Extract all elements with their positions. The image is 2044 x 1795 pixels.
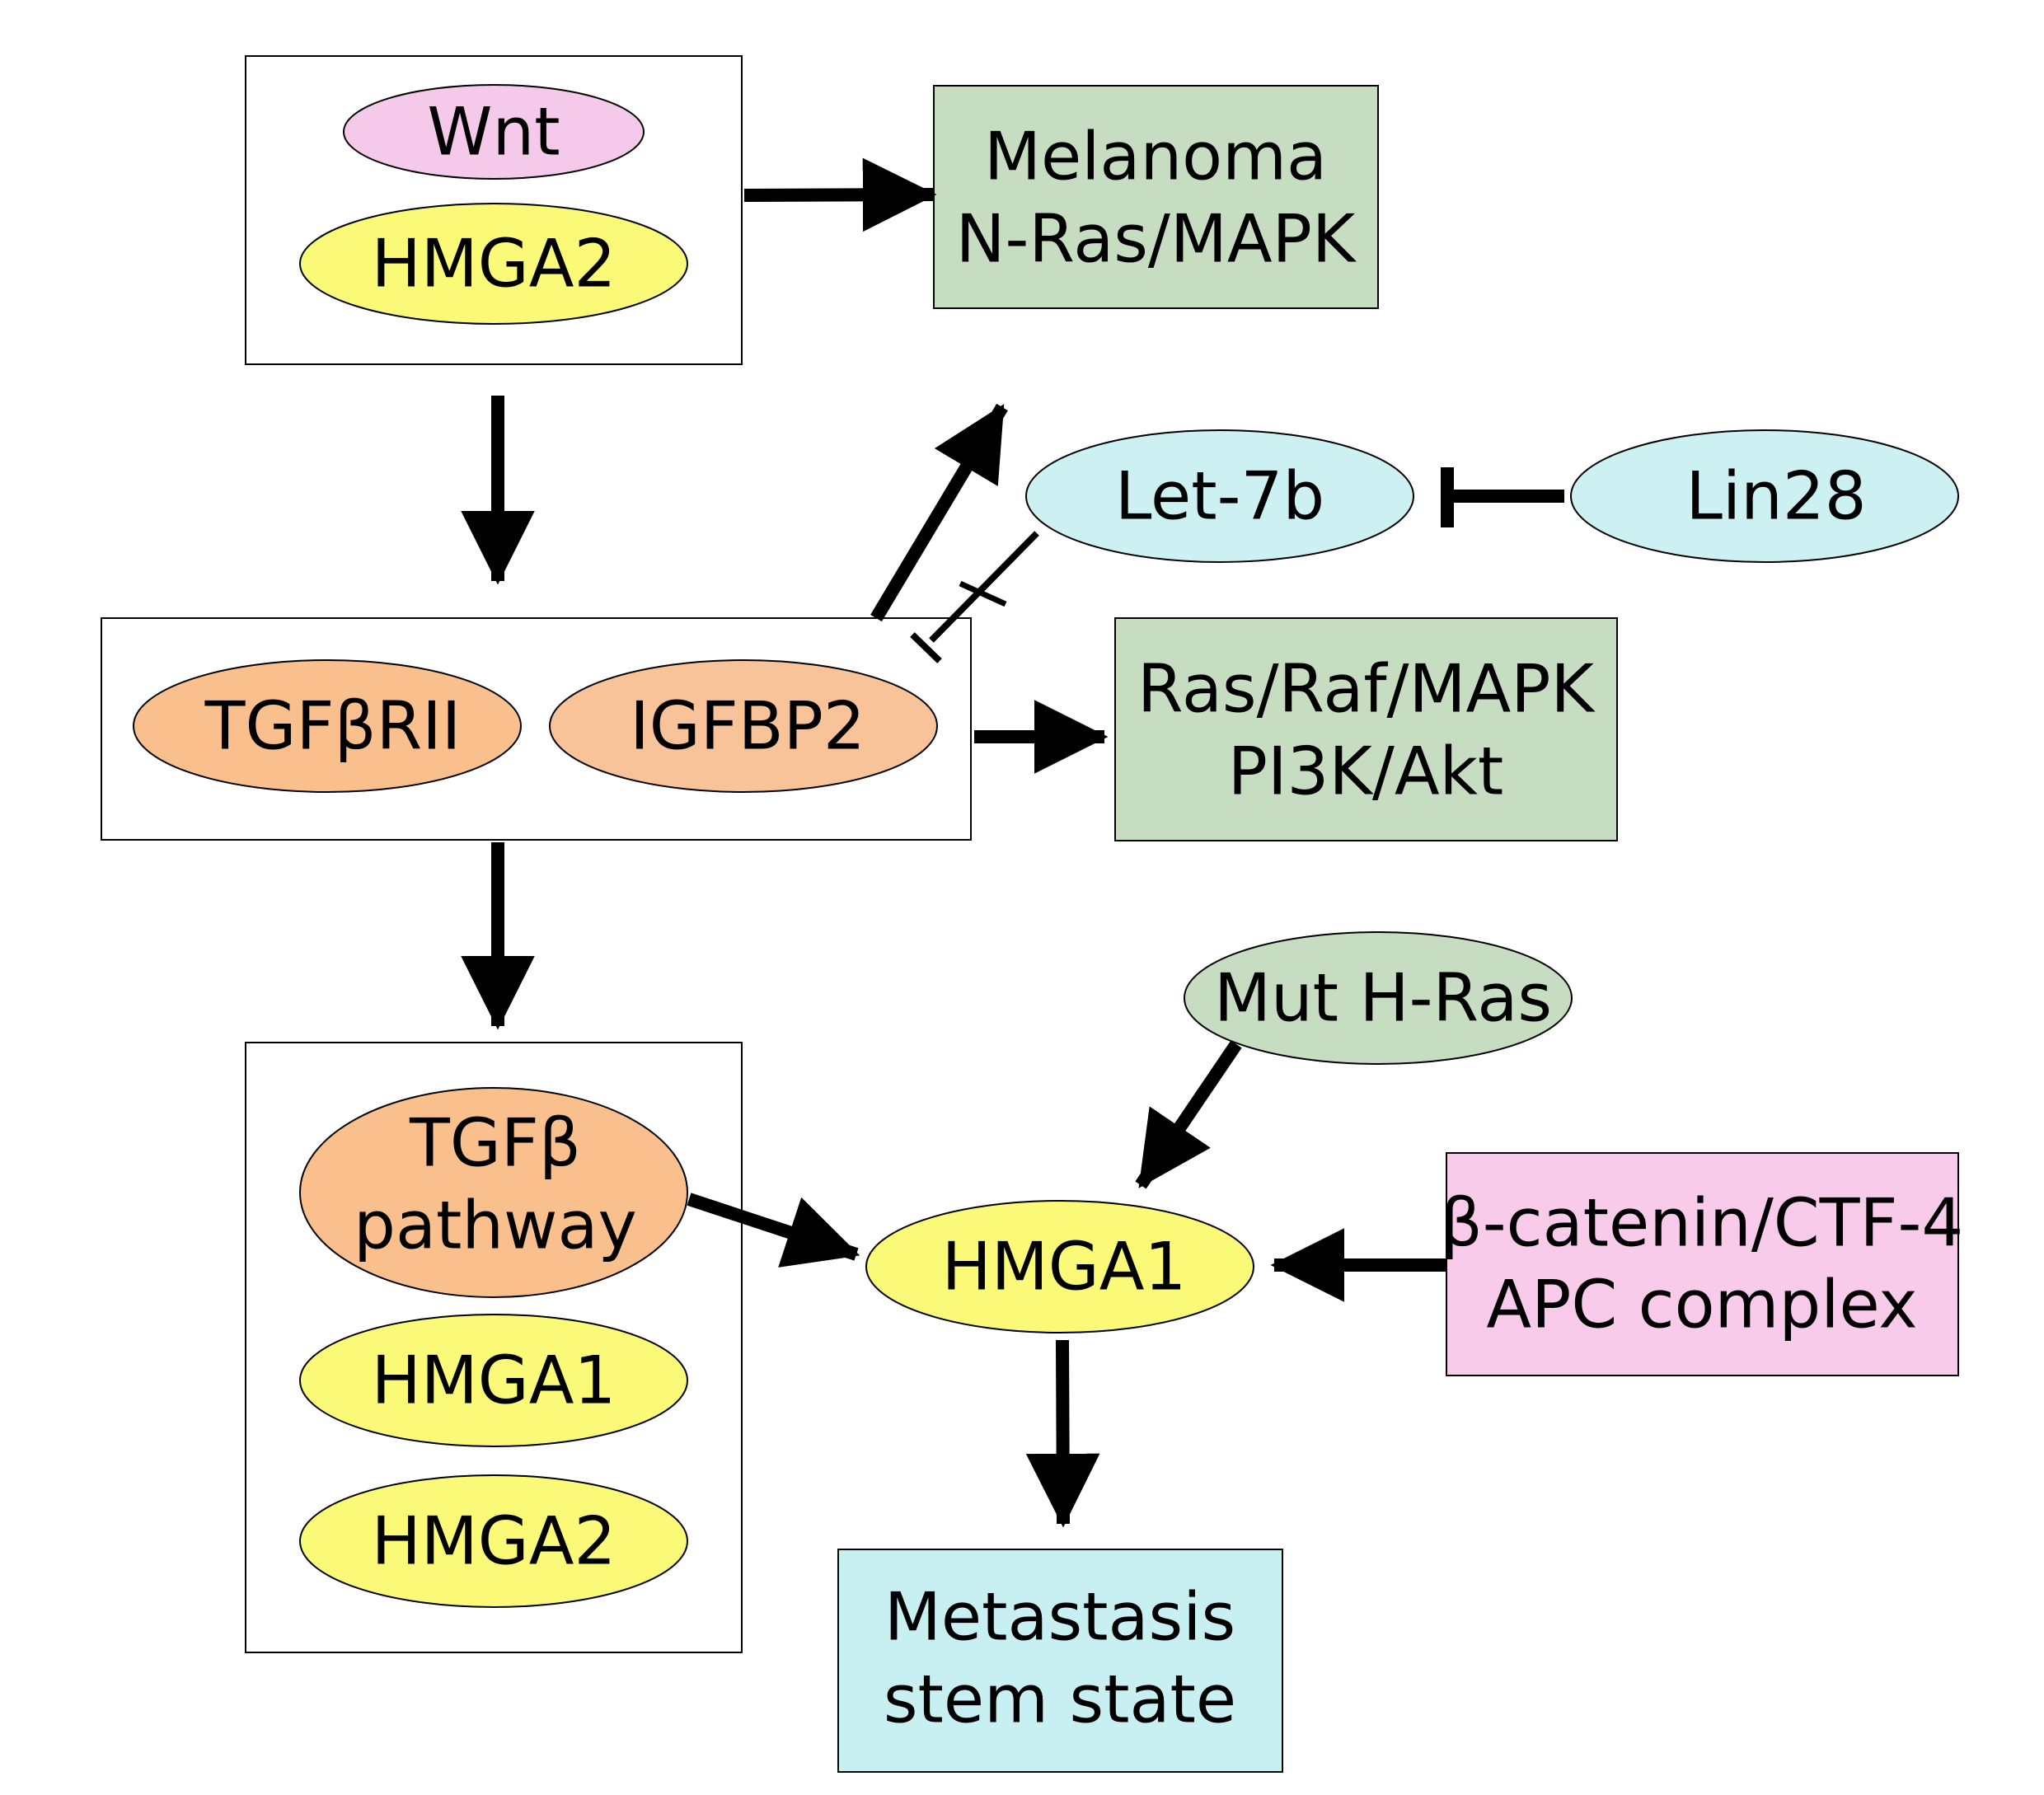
metastasis-box [837, 1549, 1283, 1773]
hmga2-node-box [299, 1474, 688, 1608]
let7b-label: Let-7b [1115, 458, 1324, 535]
arrow-hmga1-to-metastasis [1025, 1339, 1100, 1528]
arrow-mut-hras-to-hmga1 [1135, 1040, 1242, 1189]
igfbp2-node [549, 659, 938, 793]
igfbp2-label: IGFBP2 [630, 688, 865, 765]
tgfb-pathway-label-line2: pathway [354, 1188, 637, 1264]
lin28-node [1570, 429, 1959, 563]
beta-catenin-label-line1: β-catenin/CTF-4 [1441, 1185, 1964, 1262]
tgfb-pathway-node [299, 1087, 688, 1298]
melanoma-label-line2: N-Ras/MAPK [956, 201, 1357, 278]
hmga1-label-center: HMGA1 [942, 1229, 1187, 1305]
hmga1-label-box: HMGA1 [372, 1343, 616, 1419]
arrow-tgfb-to-hmga1 [687, 1193, 860, 1268]
mut-hras-label: Mut H-Ras [1214, 960, 1552, 1037]
melanoma-label-line1: Melanoma [984, 119, 1327, 195]
mut-hras-node [1184, 931, 1573, 1065]
hmga1-node-box [299, 1314, 688, 1447]
lin28-label: Lin28 [1685, 458, 1866, 535]
tgfbrii-node [133, 659, 522, 793]
inhibit-lin28-to-let7b [1441, 467, 1564, 527]
hmga2-label-top: HMGA2 [372, 226, 616, 302]
beta-catenin-box [1446, 1152, 1959, 1376]
wnt-node [343, 84, 645, 180]
hmga1-node-center [865, 1200, 1254, 1333]
metastasis-label-line2: stem state [884, 1661, 1236, 1738]
let7b-node [1025, 429, 1414, 563]
metastasis-label-line1: Metastasis [884, 1579, 1235, 1656]
beta-catenin-label-line2: APC complex [1486, 1267, 1917, 1343]
hmga2-node-top [299, 203, 688, 325]
arrow-top-to-melanoma [743, 157, 937, 232]
wnt-label: Wnt [427, 94, 560, 171]
tgfb-pathway-label-line1: TGFβ [409, 1105, 581, 1182]
melanoma-box [933, 85, 1379, 309]
arrow-middle-to-melanoma [870, 403, 1008, 622]
ras-raf-box [1114, 617, 1618, 841]
hmga2-label-box: HMGA2 [372, 1503, 616, 1580]
inhibit-let7b-to-igfbp2 [910, 531, 1039, 663]
ras-raf-label-line2: PI3K/Akt [1228, 733, 1504, 810]
tgfbrii-label: TGFβRII [204, 688, 462, 765]
ras-raf-label-line1: Ras/Raf/MAPK [1137, 651, 1596, 728]
